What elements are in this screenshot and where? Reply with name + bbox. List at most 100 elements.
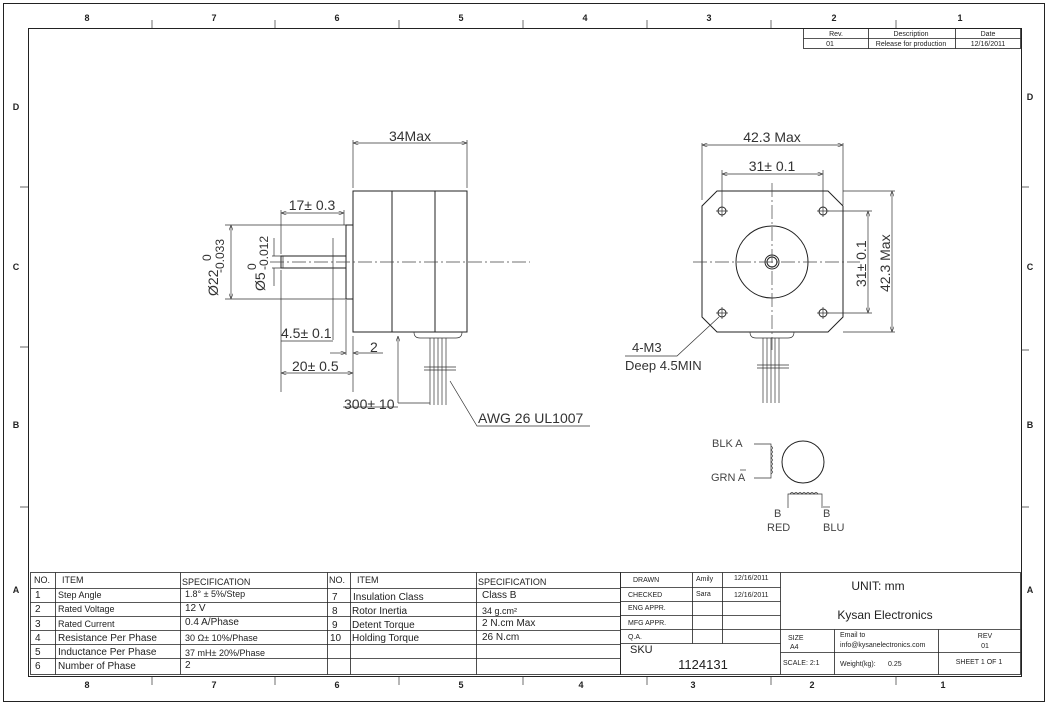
svg-text:Rated Voltage: Rated Voltage [58,604,115,614]
dim-shaft-total: 20± 0.5 [292,358,339,374]
inner-frame [28,28,1022,677]
svg-text:37 mH± 20%/Phase: 37 mH± 20%/Phase [185,648,265,658]
holes-label: 4-M3 [632,340,662,355]
svg-text:Sara: Sara [696,591,711,598]
svg-text:Rated Current: Rated Current [58,619,115,629]
svg-text:8: 8 [332,606,338,617]
svg-text:Q.A.: Q.A. [628,634,642,641]
zone-col-7: 7 [211,13,216,23]
zone-col-4: 4 [582,13,587,23]
svg-text:9: 9 [332,620,338,631]
motor-side-view: 34Max 17± 0.3 Ø22 0 -0.033 Ø5 0 -0.012 4… [200,128,590,427]
wire-b-letter: B [774,508,781,520]
header-no-2: NO. [329,575,345,585]
sheet-label: SHEET 1 OF 1 [956,659,1003,666]
dim-hole-spacing-v: 31± 0.1 [853,240,869,287]
table-row: 2 Rated Voltage 12 V [35,603,206,615]
dim-boss-height: 2 [370,339,378,355]
zone-col-6-bottom: 6 [334,680,339,690]
svg-text:1: 1 [35,590,41,601]
table-row: 8 Rotor Inertia 34 g.cm² [332,606,517,617]
zone-col-3: 3 [706,13,711,23]
zone-col-3-bottom: 3 [690,680,695,690]
zone-col-7-bottom: 7 [211,680,216,690]
wire-blu-label: BLU [823,522,844,534]
approval-row: MFG APPR. [628,620,666,627]
wire-spec-label: AWG 26 UL1007 [478,410,584,426]
sku-label: SKU [630,644,653,656]
svg-text:Insulation Class: Insulation Class [353,592,424,603]
svg-text:DRAWN: DRAWN [633,577,659,584]
svg-text:Holding Torque: Holding Torque [352,633,420,644]
zone-col-8: 8 [84,13,89,23]
dim-boss-tol-lower: -0.033 [213,239,227,273]
svg-text:Rotor Inertia: Rotor Inertia [352,606,407,617]
zone-col-8-bottom: 8 [84,680,89,690]
header-no: NO. [34,575,50,585]
svg-text:2: 2 [35,604,41,615]
rev-description: Release for production [876,41,947,48]
svg-text:12 V: 12 V [185,603,206,614]
svg-text:5: 5 [35,647,41,658]
dim-length: 34Max [389,128,431,144]
dim-boss-tol-upper: 0 [200,254,214,261]
zone-col-1: 1 [957,13,962,23]
svg-text:0.4 A/Phase: 0.4 A/Phase [185,617,239,628]
wire-red-label: RED [767,522,790,534]
svg-text:ENG APPR.: ENG APPR. [628,605,666,612]
email-value[interactable]: info@kysanelectronics.com [840,642,925,649]
svg-text:Resistance Per Phase: Resistance Per Phase [58,633,157,644]
mounting-holes [716,205,829,319]
header-item: ITEM [62,575,84,585]
svg-text:12/16/2011: 12/16/2011 [734,575,769,582]
sku-value: 1124131 [678,657,728,672]
svg-text:34 g.cm²: 34 g.cm² [482,606,517,616]
approval-row: Q.A. [628,634,642,641]
email-label: Email to [840,632,865,639]
rev-value-block: 01 [981,643,989,650]
outer-frame [3,3,1045,702]
svg-text:4: 4 [35,633,41,644]
zone-row-a: A [13,585,20,595]
zone-row-a-right: A [1027,585,1034,595]
zone-col-2-bottom: 2 [809,680,814,690]
svg-text:3: 3 [35,619,41,630]
dim-shaft-tol-upper: 0 [245,263,259,270]
approval-row: ENG APPR. [628,605,666,612]
rev-value: 01 [826,41,834,48]
size-value: A4 [790,644,799,651]
svg-text:10: 10 [330,633,342,644]
wire-b-bar-letter: B [823,508,830,520]
weight-label: Weight(kg): [840,661,876,668]
svg-text:Detent Torque: Detent Torque [352,620,415,631]
description-header: Description [893,31,928,38]
zone-row-b-right: B [1027,420,1034,430]
svg-text:2: 2 [185,660,191,671]
zone-col-5: 5 [458,13,463,23]
company-name: Kysan Electronics [837,608,932,622]
dim-flat: 4.5± 0.1 [281,325,332,341]
dim-shaft-tol-lower: -0.012 [257,236,271,270]
rev-label: REV [978,633,993,640]
zone-row-b: B [13,420,20,430]
dim-boss-dia: Ø22 [205,269,221,296]
size-label: SIZE [788,635,804,642]
motor-front-view: 42.3 Max 31± 0.1 31± 0.1 42.3 Max 4-M3 D… [625,129,895,403]
zone-row-d-right: D [1027,92,1034,102]
svg-text:Step Angle: Step Angle [58,590,102,600]
rev-header: Rev. [829,31,843,38]
dim-lead-length: 300± 10 [344,396,395,412]
wiring-diagram: BLK A GRN A B RED B BLU [711,438,844,534]
rev-date: 12/16/2011 [971,41,1006,48]
zone-labels: 8 7 6 5 4 3 2 1 8 7 6 5 4 3 2 1 D C B A … [13,13,1034,690]
svg-text:1.8° ± 5%/Step: 1.8° ± 5%/Step [185,589,245,599]
dim-hole-spacing-h: 31± 0.1 [749,158,796,174]
